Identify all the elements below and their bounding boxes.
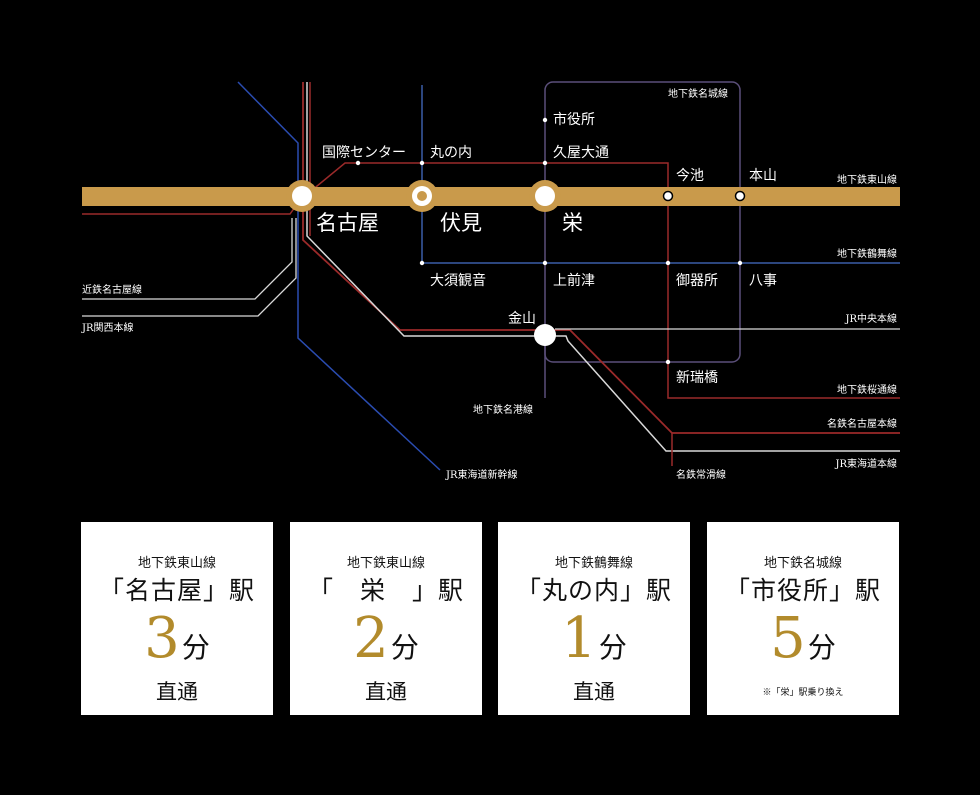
label-kansai: JR関西本線 <box>81 321 134 334</box>
route-map: 名古屋 伏見 栄 国際センター 丸の内 市役所 久屋大通 今池 本山 大須観音 … <box>81 81 900 481</box>
station-kokusai: 国際センター <box>322 145 406 161</box>
jr-tokaido-line <box>306 82 900 452</box>
station-motoyama: 本山 <box>749 168 777 184</box>
station-sakae: 栄 <box>562 211 583 235</box>
station-shiyakusho: 市役所 <box>553 111 595 128</box>
label-meiko: 地下鉄名港線 <box>473 403 533 416</box>
card-minutes-unit: 分 <box>807 631 836 664</box>
label-tokoname: 名鉄常滑線 <box>676 468 726 481</box>
card-minutes: 5 <box>770 606 806 671</box>
card-line-name: 地下鉄鶴舞線 <box>554 556 633 571</box>
small-station-dots <box>355 117 743 365</box>
sakuradori-line <box>82 162 900 399</box>
card-line-name: 地下鉄東山線 <box>346 556 425 571</box>
label-meitetsu-nagoya: 名鉄名古屋本線 <box>827 417 897 430</box>
card-note: 直通 <box>156 680 198 704</box>
access-card-nagoya: 地下鉄東山線 「名古屋」駅 3分 直通 <box>81 522 273 715</box>
card-minutes: 3 <box>144 606 180 671</box>
card-station-name: 「名古屋」駅 <box>98 576 255 605</box>
label-higashiyama: 地下鉄東山線 <box>837 173 897 186</box>
tsurumai-line <box>421 85 900 264</box>
meijo-line-loop <box>544 81 741 363</box>
card-minutes-unit: 分 <box>598 631 627 664</box>
card-line-name: 地下鉄東山線 <box>137 556 216 571</box>
station-shinmizuho: 新瑞橋 <box>676 370 718 386</box>
label-chuo: JR中央本線 <box>844 312 897 325</box>
sakae-marker <box>529 180 561 212</box>
label-tokaido: JR東海道本線 <box>834 457 897 470</box>
card-note: ※「栄」駅乗り換え <box>762 688 844 698</box>
station-kanayama: 金山 <box>508 311 536 327</box>
card-minutes: 1 <box>561 606 597 671</box>
card-travel-time: 1分 <box>498 606 690 676</box>
label-tsurumai: 地下鉄鶴舞線 <box>837 247 897 260</box>
station-hisaya: 久屋大通 <box>553 145 609 161</box>
station-fushimi: 伏見 <box>440 211 482 235</box>
label-meijo: 地下鉄名城線 <box>668 87 728 100</box>
label-sakuradori: 地下鉄桜通線 <box>837 383 897 396</box>
station-yagoto: 八事 <box>749 273 777 289</box>
card-note: 直通 <box>365 680 407 704</box>
station-osu: 大須観音 <box>430 272 486 289</box>
card-travel-time: 2分 <box>290 606 482 676</box>
shinkansen-line <box>237 81 441 471</box>
access-card-sakae: 地下鉄東山線 「 栄 」駅 2分 直通 <box>290 522 482 715</box>
fushimi-marker <box>406 180 438 212</box>
access-card-shiyakusho: 地下鉄名城線 「市役所」駅 5分 ※「栄」駅乗り換え <box>707 522 899 715</box>
meitetsu-line <box>302 82 900 434</box>
label-shinkansen: JR東海道新幹線 <box>445 468 518 481</box>
motoyama-marker <box>734 190 746 202</box>
higashiyama-line <box>82 187 900 206</box>
station-nagoya: 名古屋 <box>316 211 379 235</box>
card-note: 直通 <box>573 680 615 704</box>
access-card-marunouchi: 地下鉄鶴舞線 「丸の内」駅 1分 直通 <box>498 522 690 715</box>
jr-kansai-line <box>82 218 297 317</box>
station-marunouchi: 丸の内 <box>430 145 472 161</box>
card-station-name: 「丸の内」駅 <box>515 576 672 605</box>
card-travel-time: 3分 <box>81 606 273 676</box>
station-imaike: 今池 <box>676 168 704 184</box>
card-travel-time: 5分 <box>707 606 899 676</box>
card-line-name: 地下鉄名城線 <box>763 556 842 571</box>
card-minutes-unit: 分 <box>390 631 419 664</box>
kanayama-marker <box>534 324 556 346</box>
kintetsu-line <box>82 218 293 300</box>
card-minutes-unit: 分 <box>181 631 210 664</box>
station-gokiso: 御器所 <box>676 273 718 289</box>
card-station-name: 「 栄 」駅 <box>307 576 464 605</box>
nagoya-marker <box>286 180 318 212</box>
card-station-name: 「市役所」駅 <box>724 576 881 605</box>
card-minutes: 2 <box>353 606 389 671</box>
station-kamimaezu: 上前津 <box>553 272 595 289</box>
imaike-marker <box>662 190 674 202</box>
label-kintetsu: 近鉄名古屋線 <box>82 283 142 296</box>
